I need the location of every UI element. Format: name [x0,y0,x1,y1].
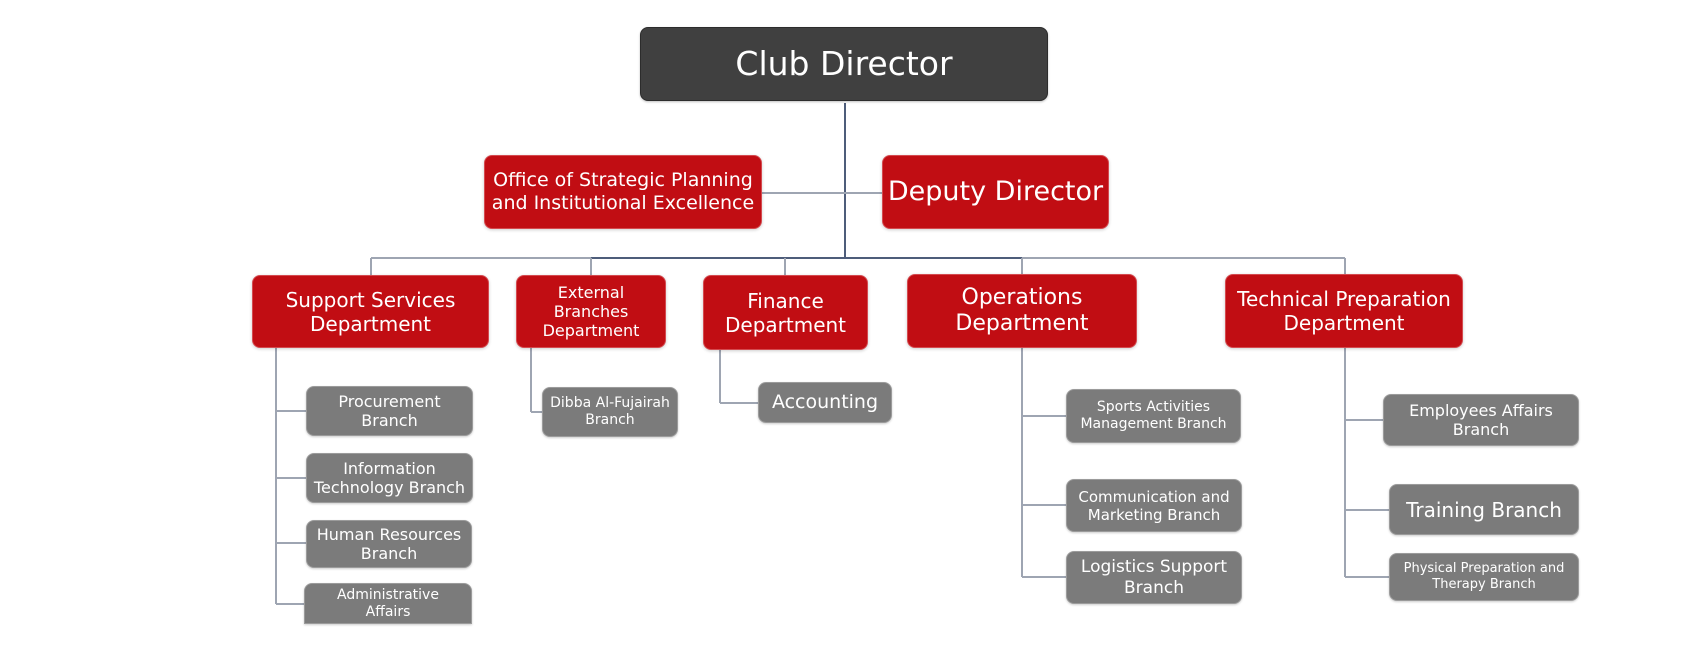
strategic-planning-office-label: Office of Strategic Planning and Institu… [491,169,755,214]
dibba-al-fujairah-branch-label: Dibba Al-Fujairah Branch [550,395,670,428]
physical-preparation-and-therapy-branch-node: Physical Preparation and Therapy Branch [1389,553,1579,601]
club-director-label: Club Director [735,44,953,84]
logistics-support-branch-node: Logistics Support Branch [1066,551,1242,604]
communication-and-marketing-branch-node: Communication and Marketing Branch [1066,479,1242,532]
support-services-department-label: Support Services Department [285,287,456,336]
training-branch-node: Training Branch [1389,484,1579,535]
administrative-affairs-branch-node: Administrative Affairs [304,583,472,624]
external-branches-department-node: External Branches Department [516,275,666,348]
club-director-node: Club Director [640,27,1048,101]
information-technology-branch-label: Information Technology Branch [313,458,466,497]
procurement-branch-node: Procurement Branch [306,386,473,436]
physical-preparation-and-therapy-branch-label: Physical Preparation and Therapy Branch [1403,561,1565,592]
employees-affairs-branch-label: Employees Affairs Branch [1409,400,1553,439]
sports-activities-management-branch-node: Sports Activities Management Branch [1066,389,1241,443]
human-resources-branch-node: Human Resources Branch [306,520,472,568]
deputy-director-node: Deputy Director [882,155,1109,229]
external-branches-department-label: External Branches Department [542,282,640,341]
human-resources-branch-label: Human Resources Branch [316,524,462,563]
training-branch-label: Training Branch [1406,497,1562,522]
technical-preparation-department-node: Technical Preparation Department [1225,274,1463,348]
accounting-branch-node: Accounting [758,382,892,423]
support-services-department-node: Support Services Department [252,275,489,348]
dibba-al-fujairah-branch-node: Dibba Al-Fujairah Branch [542,387,678,437]
finance-department-node: Finance Department [703,275,868,350]
logistics-support-branch-label: Logistics Support Branch [1080,557,1228,598]
information-technology-branch-node: Information Technology Branch [306,453,473,503]
accounting-branch-label: Accounting [771,391,879,414]
finance-department-label: Finance Department [724,288,847,337]
operations-department-label: Operations Department [955,284,1089,336]
deputy-director-label: Deputy Director [887,175,1104,207]
operations-department-node: Operations Department [907,274,1137,348]
employees-affairs-branch-node: Employees Affairs Branch [1383,394,1579,446]
sports-activities-management-branch-label: Sports Activities Management Branch [1080,399,1227,432]
communication-and-marketing-branch-label: Communication and Marketing Branch [1078,487,1230,524]
strategic-planning-office-node: Office of Strategic Planning and Institu… [484,155,762,229]
administrative-affairs-branch-label: Administrative Affairs [337,586,439,620]
procurement-branch-label: Procurement Branch [338,391,441,430]
technical-preparation-department-label: Technical Preparation Department [1237,287,1451,335]
